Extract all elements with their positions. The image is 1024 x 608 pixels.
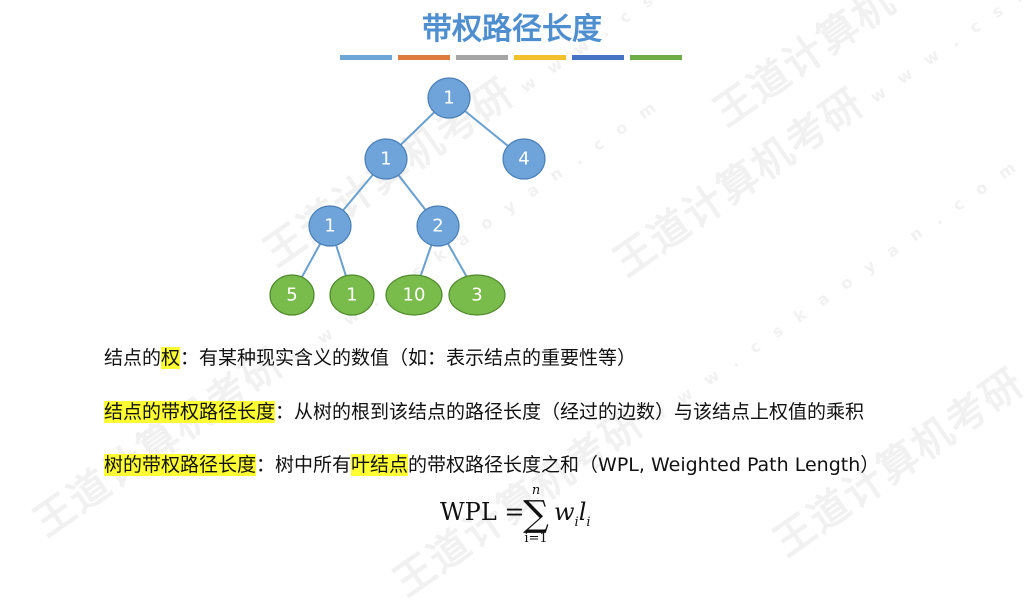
- tree-node-ll: 1: [308, 205, 352, 247]
- tree-node-llr: 1: [329, 274, 375, 316]
- color-bar-segment: [630, 55, 682, 60]
- formula-rhs: wili: [554, 498, 591, 530]
- tree-node-weight: 3: [471, 285, 482, 306]
- sigma-symbol: ∑: [523, 494, 549, 535]
- tree-node-lrl: 10: [385, 274, 443, 316]
- formula-length-index: i: [586, 514, 591, 530]
- definition-tree-wpl: 树的带权路径长度：树中所有叶结点的带权路径长度之和（WPL, Weighted …: [104, 450, 879, 477]
- slide-title: 带权路径长度: [422, 12, 602, 47]
- tree-node-circle: [385, 274, 443, 316]
- definition-tree-wpl-text: 的带权路径长度之和（WPL, Weighted Path Length）: [408, 454, 880, 476]
- tree-node-circle: [329, 274, 375, 316]
- slide: 王道计算机考研w w w . c s k a o y a n . c o m 王…: [26, 0, 1024, 606]
- color-bar-segment: [514, 55, 566, 60]
- highlight-node-wpl: 结点的带权路径长度: [104, 401, 276, 423]
- highlight-tree-wpl: 树的带权路径长度: [104, 454, 257, 476]
- color-bar-segment: [398, 55, 450, 60]
- summation-lower: i=1: [524, 531, 548, 546]
- color-bar-segment: [340, 55, 392, 60]
- highlight-leaf-node: 叶结点: [351, 454, 409, 476]
- tree-node-weight: 4: [518, 149, 529, 170]
- tree-node-circle: [448, 274, 506, 316]
- tree-node-circle: [502, 138, 546, 180]
- formula-lhs: WPL =: [440, 498, 525, 526]
- tree-node-weight: 2: [432, 216, 443, 237]
- tree-node-weight: 5: [286, 285, 297, 306]
- summation-upper: n: [531, 483, 541, 498]
- definition-node-wpl: 结点的带权路径长度：从树的根到该结点的路径长度（经过的边数）与该结点上权值的乘积: [104, 397, 864, 424]
- tree-node-weight: 1: [380, 149, 391, 170]
- color-bar-segment: [456, 55, 508, 60]
- tree-node-weight: 1: [346, 285, 357, 306]
- definition-tree-wpl-mid: ：树中所有: [256, 454, 352, 476]
- definition-weight-text: ：有某种现实含义的数值（如：表示结点的重要性等）: [180, 347, 637, 369]
- highlight-weight: 权: [161, 347, 181, 369]
- definition-weight-prefix: 结点的: [104, 347, 162, 369]
- tree-node-r: 4: [502, 138, 546, 180]
- definition-node-wpl-text: ：从树的根到该结点的路径长度（经过的边数）与该结点上权值的乘积: [275, 401, 865, 423]
- tree-node-circle: [364, 138, 408, 180]
- tree-node-root: 1: [427, 77, 471, 119]
- formula-weight-index: i: [574, 514, 579, 530]
- tree-node-lr: 2: [416, 205, 460, 247]
- tree-node-weight: 1: [324, 216, 335, 237]
- tree-node-l: 1: [364, 138, 408, 180]
- tree-node-circle: [416, 205, 460, 247]
- tree-node-circle: [427, 77, 471, 119]
- binary-tree-diagram: 1 1 4 1 2 5 1 10 3: [269, 77, 546, 316]
- tree-node-weight: 10: [403, 285, 426, 306]
- summation: n ∑ i=1: [518, 484, 554, 546]
- formula-weight: w: [554, 498, 575, 526]
- definition-weight: 结点的权：有某种现实含义的数值（如：表示结点的重要性等）: [104, 343, 636, 370]
- tree-node-circle: [269, 274, 315, 316]
- tree-node-circle: [308, 205, 352, 247]
- tree-node-lrr: 3: [448, 274, 506, 316]
- color-bar-segment: [572, 55, 624, 60]
- tree-node-lll: 5: [269, 274, 315, 316]
- formula-length: l: [578, 498, 587, 526]
- tree-node-weight: 1: [443, 88, 454, 109]
